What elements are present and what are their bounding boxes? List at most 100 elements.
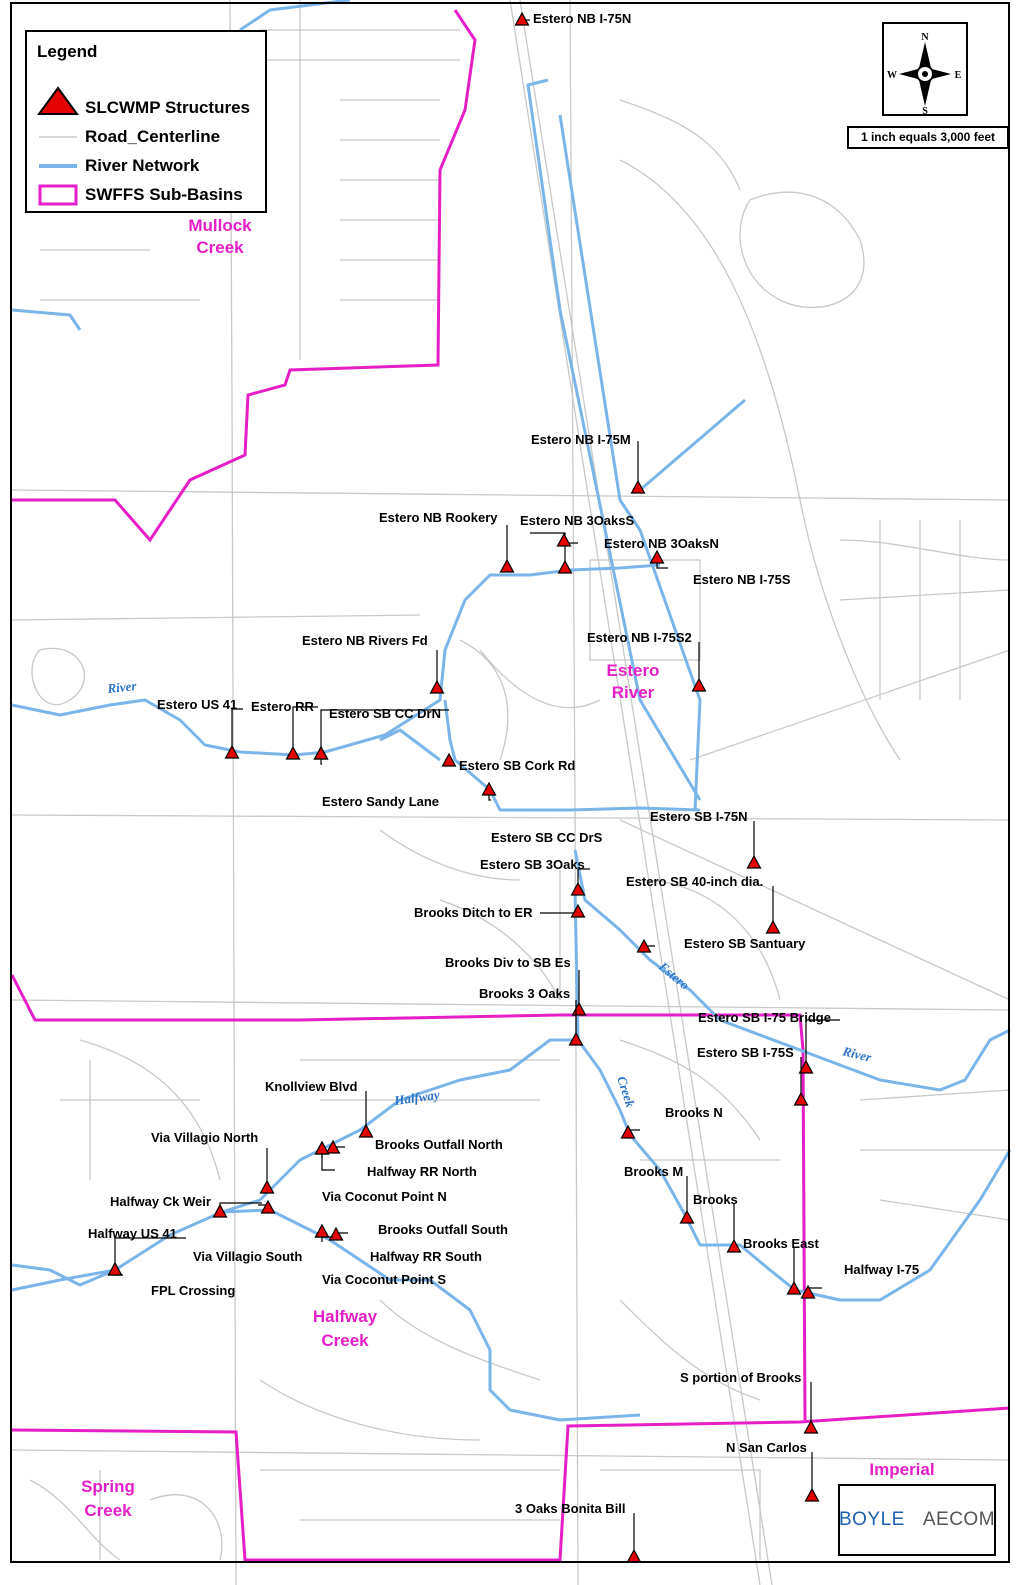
basin-label-mullock: Mullock bbox=[188, 216, 252, 235]
structure-triangle-icon[interactable] bbox=[765, 919, 781, 934]
structure-triangle-icon[interactable] bbox=[568, 1031, 584, 1046]
structure-triangle-icon[interactable] bbox=[325, 1139, 341, 1154]
structure-triangle-icon[interactable] bbox=[259, 1179, 275, 1194]
structure-triangle-icon[interactable] bbox=[481, 781, 497, 796]
structure-3-oaks-bonita-bill[interactable]: 3 Oaks Bonita Bill bbox=[515, 1501, 642, 1563]
structure-halfway-ck-weir[interactable]: Halfway Ck Weir bbox=[110, 1194, 262, 1218]
structure-label: Brooks Outfall North bbox=[375, 1137, 503, 1152]
structure-estero-sb-i-75-bridge[interactable]: Estero SB I-75 Bridge bbox=[698, 1010, 840, 1074]
structure-estero-sandy-lane[interactable]: Estero Sandy Lane bbox=[313, 745, 440, 809]
structure-triangle-icon[interactable] bbox=[630, 479, 646, 494]
structure-triangle-icon[interactable] bbox=[107, 1261, 123, 1276]
structure-label: Estero NB I-75N bbox=[533, 11, 631, 26]
structure-leader-line bbox=[530, 532, 566, 568]
structure-triangle-icon[interactable] bbox=[514, 11, 530, 26]
structure-knollview-blvd[interactable]: Knollview Blvd bbox=[265, 1079, 374, 1138]
structure-label: Estero SB CC DrN bbox=[329, 706, 441, 721]
structure-n-san-carlos[interactable]: N San Carlos bbox=[726, 1440, 820, 1502]
structure-triangle-icon[interactable] bbox=[499, 558, 515, 573]
structure-estero-rr[interactable]: Estero RR bbox=[251, 699, 318, 760]
structure-triangle-icon[interactable] bbox=[314, 1223, 330, 1238]
structure-leader-line bbox=[805, 1019, 840, 1068]
structure-leader-line bbox=[292, 706, 318, 754]
structure-estero-sb-i-75s[interactable]: Estero SB I-75S bbox=[697, 1045, 809, 1106]
structure-triangle-icon[interactable] bbox=[798, 1059, 814, 1074]
structure-label: Estero SB I-75N bbox=[650, 809, 748, 824]
structure-brooks-ditch-to-er[interactable]: Brooks Ditch to ER bbox=[414, 903, 586, 920]
river-network bbox=[11, 0, 1012, 1422]
structure-estero-sb-3oaks[interactable]: Estero SB 3Oaks bbox=[480, 857, 590, 896]
structure-estero-nb-i-75s2[interactable]: Estero NB I-75S2 bbox=[587, 630, 707, 692]
structure-label: Halfway RR North bbox=[367, 1164, 477, 1179]
structure-estero-sb-cork-rd[interactable]: Estero SB Cork Rd bbox=[441, 752, 576, 773]
structure-triangle-icon[interactable] bbox=[224, 744, 240, 759]
structure-via-villagio-north[interactable]: Via Villagio North bbox=[151, 1130, 275, 1194]
structure-triangle-icon[interactable] bbox=[793, 1091, 809, 1106]
structure-triangle-icon[interactable] bbox=[441, 752, 457, 767]
structure-triangle-icon[interactable] bbox=[212, 1203, 228, 1218]
structure-brooks-3-oaks[interactable]: Brooks 3 Oaks bbox=[479, 986, 584, 1046]
legend-panel: Legend SLCWMP Structures Road_Centerline… bbox=[25, 30, 267, 213]
structure-triangle-icon[interactable] bbox=[556, 532, 572, 547]
structure-label: Estero NB Rivers Fd bbox=[302, 633, 428, 648]
structure-label: Estero Sandy Lane bbox=[322, 794, 439, 809]
legend-item-roads: Road_Centerline bbox=[37, 125, 220, 149]
structures-layer: Estero NB I-75N Estero NB I-75M Estero NB … bbox=[88, 11, 920, 1563]
structure-estero-nb-rivers-fd[interactable]: Estero NB Rivers Fd bbox=[302, 633, 445, 694]
structure-triangle-icon[interactable] bbox=[786, 1280, 802, 1295]
structure-triangle-icon[interactable] bbox=[358, 1123, 374, 1138]
structure-estero-nb-3oakss[interactable]: Estero NB 3OaksS bbox=[520, 513, 634, 574]
structure-fpl-crossing[interactable]: FPL Crossing bbox=[107, 1261, 236, 1298]
structure-estero-sb-i-75n[interactable]: Estero SB I-75N bbox=[650, 809, 762, 869]
svg-text:N: N bbox=[921, 32, 929, 43]
structure-estero-nb-3oaksn[interactable]: Estero NB 3OaksN bbox=[556, 532, 719, 551]
structure-s-portion-of-brooks[interactable]: S portion of Brooks bbox=[680, 1370, 819, 1434]
structure-brooks-m[interactable]: Brooks M bbox=[624, 1164, 695, 1224]
structure-triangle-icon[interactable] bbox=[570, 881, 586, 896]
structure-estero-nb-i-75m[interactable]: Estero NB I-75M bbox=[531, 432, 646, 494]
structure-triangle-icon[interactable] bbox=[800, 1284, 816, 1299]
structure-estero-sb-santuary[interactable]: Estero SB Santuary bbox=[636, 936, 807, 953]
structure-triangle-icon[interactable] bbox=[314, 1140, 330, 1155]
structure-triangle-icon[interactable] bbox=[429, 679, 445, 694]
structure-triangle-icon[interactable] bbox=[691, 677, 707, 692]
gray-line-icon bbox=[37, 125, 79, 149]
structure-brooks-east[interactable]: Brooks East bbox=[743, 1236, 820, 1295]
structure-triangle-icon[interactable] bbox=[313, 745, 329, 760]
structure-estero-sb-40-inch-dia[interactable]: Estero SB 40-inch dia. bbox=[626, 874, 781, 934]
structure-triangle-icon[interactable] bbox=[679, 1209, 695, 1224]
structure-brooks-outfall-north[interactable]: Brooks Outfall North bbox=[325, 1137, 503, 1154]
structure-triangle-icon[interactable] bbox=[260, 1199, 276, 1214]
structure-brooks[interactable]: Brooks bbox=[693, 1192, 742, 1253]
structure-label: Estero SB Santuary bbox=[684, 936, 806, 951]
structure-label: Brooks N bbox=[665, 1105, 723, 1120]
structure-estero-us-41[interactable]: Estero US 41 bbox=[157, 697, 243, 759]
structure-label: Brooks Div to SB Es bbox=[445, 955, 571, 970]
structure-triangle-icon[interactable] bbox=[649, 549, 665, 564]
structure-estero-nb-rookery[interactable]: Estero NB Rookery bbox=[379, 510, 515, 573]
structure-estero-nb-i-75s[interactable]: Estero NB I-75S bbox=[649, 549, 791, 587]
structure-label: Via Villagio South bbox=[193, 1249, 302, 1264]
structure-estero-nb-i-75n[interactable]: Estero NB I-75N bbox=[514, 11, 632, 26]
structure-brooks-outfall-south[interactable]: Brooks Outfall South bbox=[328, 1222, 509, 1241]
structure-triangle-icon[interactable] bbox=[803, 1419, 819, 1434]
structure-label: Estero NB 3OaksS bbox=[520, 513, 634, 528]
structure-triangle-icon[interactable] bbox=[804, 1487, 820, 1502]
structure-via-coconut-point-n[interactable]: Via Coconut Point N bbox=[314, 1140, 447, 1204]
structure-halfway-i-75[interactable]: Halfway I-75 bbox=[800, 1262, 920, 1299]
structure-triangle-icon[interactable] bbox=[285, 745, 301, 760]
structure-triangle-icon[interactable] bbox=[570, 903, 586, 918]
structure-via-villagio-south[interactable]: Via Villagio South bbox=[193, 1199, 302, 1264]
structure-brooks-n[interactable]: Brooks N bbox=[620, 1105, 723, 1139]
structure-triangle-icon[interactable] bbox=[557, 559, 573, 574]
structure-estero-sb-cc-drs[interactable]: Estero SB CC DrS bbox=[481, 781, 603, 845]
structure-via-coconut-point-s[interactable]: Via Coconut Point S bbox=[314, 1223, 447, 1287]
river-label-halfway: Halfway bbox=[392, 1087, 440, 1108]
structure-triangle-icon[interactable] bbox=[726, 1238, 742, 1253]
structure-triangle-icon[interactable] bbox=[620, 1124, 636, 1139]
structure-triangle-icon[interactable] bbox=[746, 854, 762, 869]
red-triangle-icon bbox=[37, 86, 79, 120]
legend-label-roads: Road_Centerline bbox=[85, 127, 221, 146]
structure-triangle-icon[interactable] bbox=[636, 938, 652, 953]
